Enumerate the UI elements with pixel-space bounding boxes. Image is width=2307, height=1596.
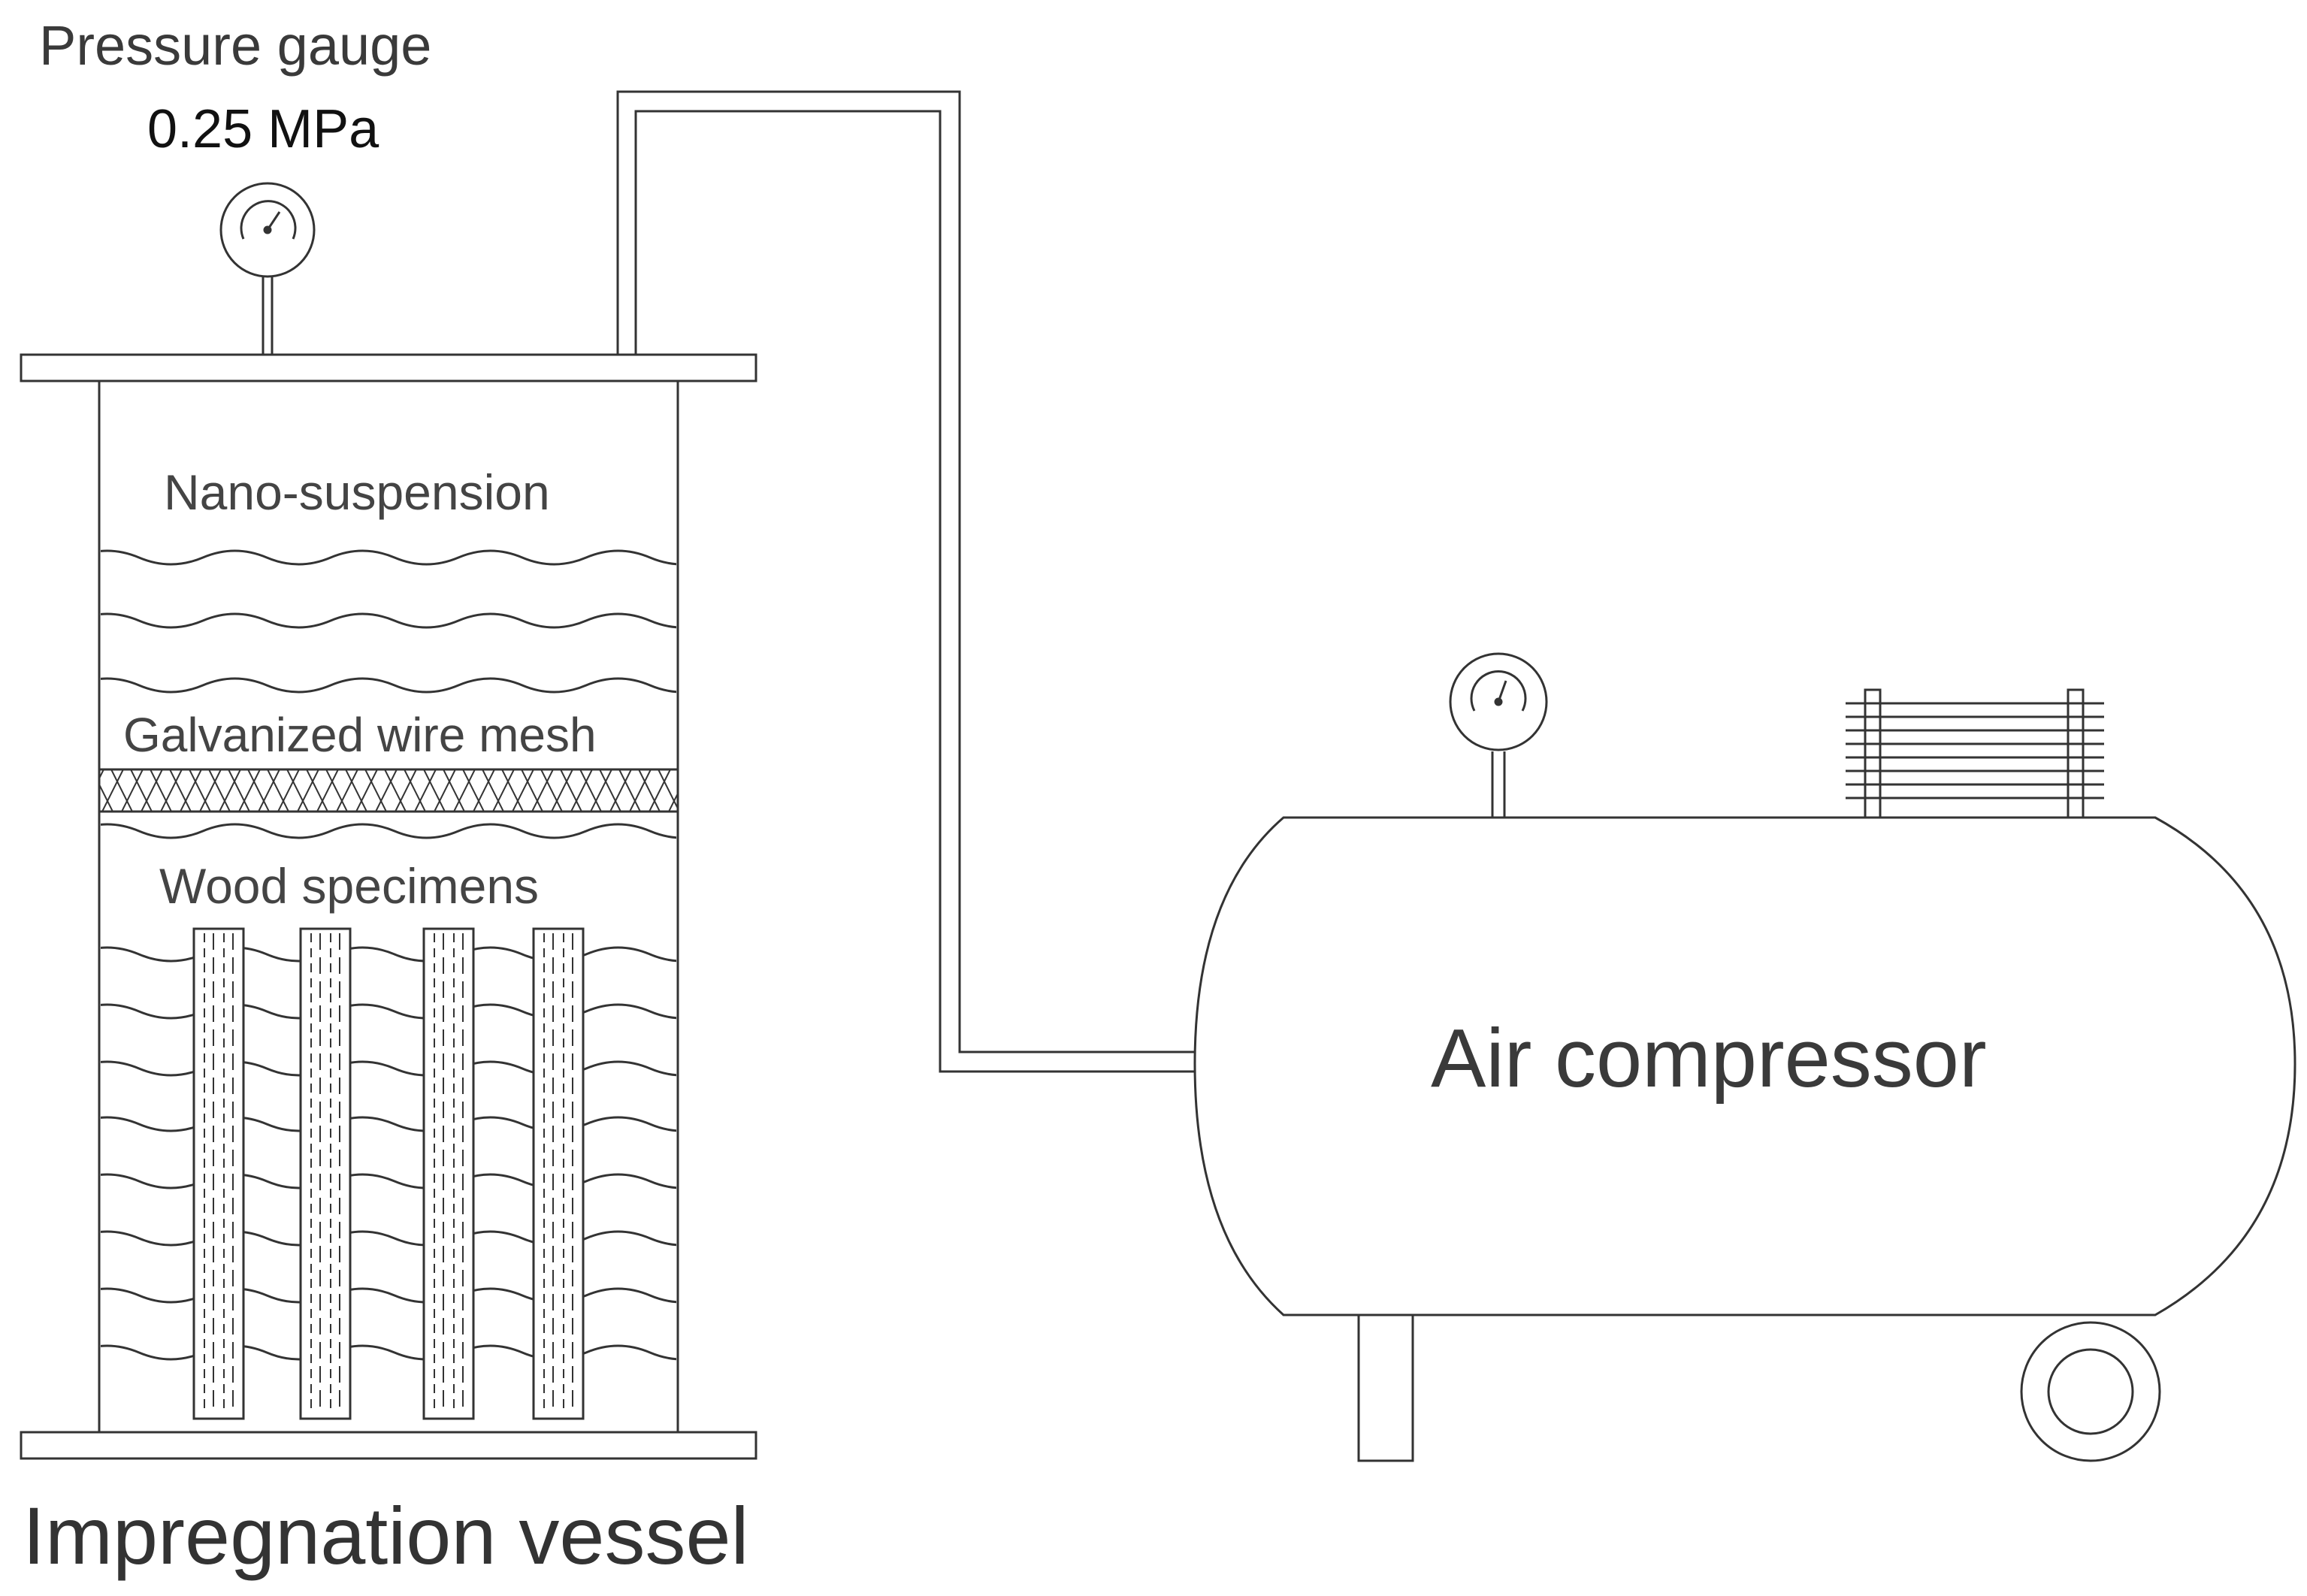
wood-specimen bbox=[299, 927, 352, 1420]
wave-line bbox=[101, 612, 676, 629]
pressure-value-label: 0.25 MPa bbox=[147, 99, 379, 159]
wire-mesh-label: Galvanized wire mesh bbox=[123, 708, 597, 762]
wood-specimens bbox=[192, 927, 585, 1420]
wave-line bbox=[101, 823, 676, 839]
air-compressor-label: Air compressor bbox=[1431, 1012, 1987, 1105]
wire-mesh bbox=[98, 768, 679, 813]
wave-line bbox=[101, 549, 676, 566]
compressor-wheel-icon bbox=[2020, 1321, 2161, 1462]
wood-specimens-label: Wood specimens bbox=[159, 858, 540, 914]
wave-line bbox=[101, 677, 676, 694]
compressor-tank bbox=[1193, 816, 2296, 1316]
wood-specimen bbox=[192, 927, 245, 1420]
compressor-hub-icon bbox=[2047, 1348, 2134, 1435]
nano-suspension-label: Nano-suspension bbox=[164, 464, 550, 520]
wood-specimen bbox=[422, 927, 475, 1420]
air-compressor bbox=[1193, 652, 2296, 1462]
vessel-pressure-gauge bbox=[219, 182, 316, 355]
compressor-cooling-fins-icon bbox=[1846, 688, 2104, 819]
pressure-gauge-label: Pressure gauge bbox=[39, 14, 432, 77]
vessel-lid bbox=[20, 353, 757, 382]
vessel-base bbox=[20, 1431, 757, 1460]
compressor-support-leg bbox=[1357, 1313, 1414, 1462]
air-hose bbox=[616, 90, 1195, 1073]
impregnation-vessel-label: Impregnation vessel bbox=[23, 1490, 749, 1581]
wood-specimen bbox=[532, 927, 585, 1420]
impregnation-vessel bbox=[20, 353, 757, 1460]
suspension-waves bbox=[101, 549, 676, 694]
